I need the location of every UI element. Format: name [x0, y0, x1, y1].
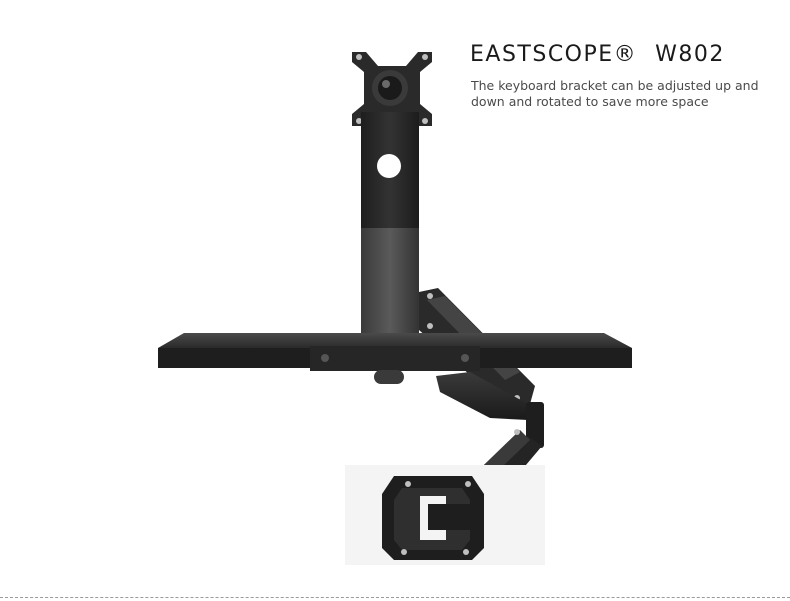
model-number: W802 — [655, 42, 725, 67]
vesa-mount-plate — [352, 52, 432, 126]
brand-name: EASTSCOPE® — [470, 42, 638, 67]
wall-mount-plate — [345, 465, 545, 565]
keyboard-tray — [158, 333, 632, 384]
product-description: The keyboard bracket can be adjusted up … — [471, 78, 759, 109]
bottom-divider — [0, 597, 790, 598]
vertical-pole — [361, 112, 419, 340]
product-title: EASTSCOPE® W802 — [470, 42, 725, 67]
